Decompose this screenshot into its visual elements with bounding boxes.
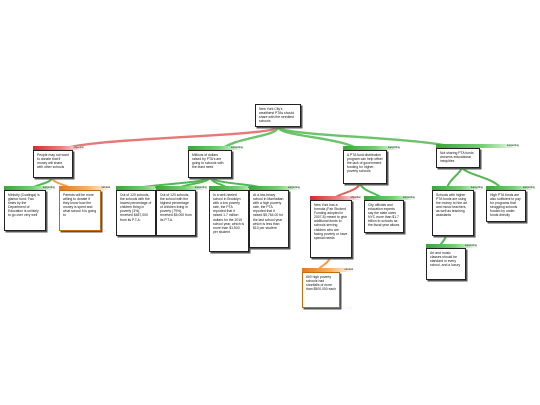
support-bar: supporting <box>156 186 208 190</box>
evidence-node[interactable]: Out of 120 schools, the schools with the… <box>116 190 156 236</box>
bar-label: rebuttal <box>101 186 110 189</box>
evidence-node[interactable]: At a low-heavy school in Manhattan with … <box>249 190 289 248</box>
reason-node[interactable]: A PTA fund distribution program can help… <box>343 150 387 184</box>
evidence-node[interactable]: Art and music classes should be standard… <box>426 248 466 280</box>
evidence-node[interactable]: Parents will be more willing to donate i… <box>59 190 101 231</box>
bar-label: supporting <box>402 196 415 199</box>
evidence-node[interactable]: High PTA funds are also sufficient to pa… <box>486 190 526 222</box>
support-bar: supporting <box>436 144 520 148</box>
evidence-node[interactable]: In a well-heeled school in Brooklyn with… <box>209 190 249 252</box>
bar-label: supporting <box>194 186 207 189</box>
support-bar: supporting <box>432 186 484 190</box>
reason-node[interactable]: Not sharing PTA funds worsens educationa… <box>436 148 480 168</box>
bar-label: supporting <box>387 146 400 149</box>
reason-node[interactable]: People may not want to donate that if mo… <box>33 150 73 178</box>
support-bar: supporting <box>486 186 536 190</box>
rebuttal-bar: rebuttal <box>302 268 354 272</box>
bar-label: supporting <box>42 186 55 189</box>
support-bar: supporting <box>249 186 301 190</box>
bar-label: supporting <box>287 186 300 189</box>
bar-label: supporting <box>506 144 519 147</box>
objection-bar: objection <box>33 146 85 150</box>
support-bar: supporting <box>343 146 401 150</box>
objection-bar: objection <box>310 196 362 200</box>
evidence-node[interactable]: Schools with higher PTA funds are using … <box>432 190 474 236</box>
rebuttal-bar: rebuttal <box>59 186 111 190</box>
support-bar: supporting <box>364 196 416 200</box>
evidence-node[interactable]: 600 high poverty schools had shortfalls … <box>302 272 340 308</box>
bar-label: rebuttal <box>344 268 353 271</box>
support-bar: supporting <box>426 244 478 248</box>
support-bar: supporting <box>188 146 244 150</box>
bar-label: supporting <box>230 146 243 149</box>
bar-label: objection <box>73 146 84 149</box>
evidence-node[interactable]: Out of 120 schools, the school with the … <box>156 190 196 236</box>
reason-node[interactable]: Millions of dollars raised by PTA's are … <box>188 150 232 178</box>
evidence-node[interactable]: New York has a formula (Fair Student Fun… <box>310 200 352 258</box>
bar-label: supporting <box>470 186 483 189</box>
bar-label: supporting <box>464 244 477 247</box>
bar-label: supporting <box>522 186 535 189</box>
bar-label: objection <box>350 196 361 199</box>
support-bar: supporting <box>4 186 56 190</box>
evidence-node[interactable]: City officials and education experts say… <box>364 200 404 233</box>
root-claim-node[interactable]: New York City's wealthiest PTAs should s… <box>255 104 301 127</box>
evidence-node[interactable]: Ministry (Coalinga) is glamor fund: Two … <box>4 190 46 231</box>
